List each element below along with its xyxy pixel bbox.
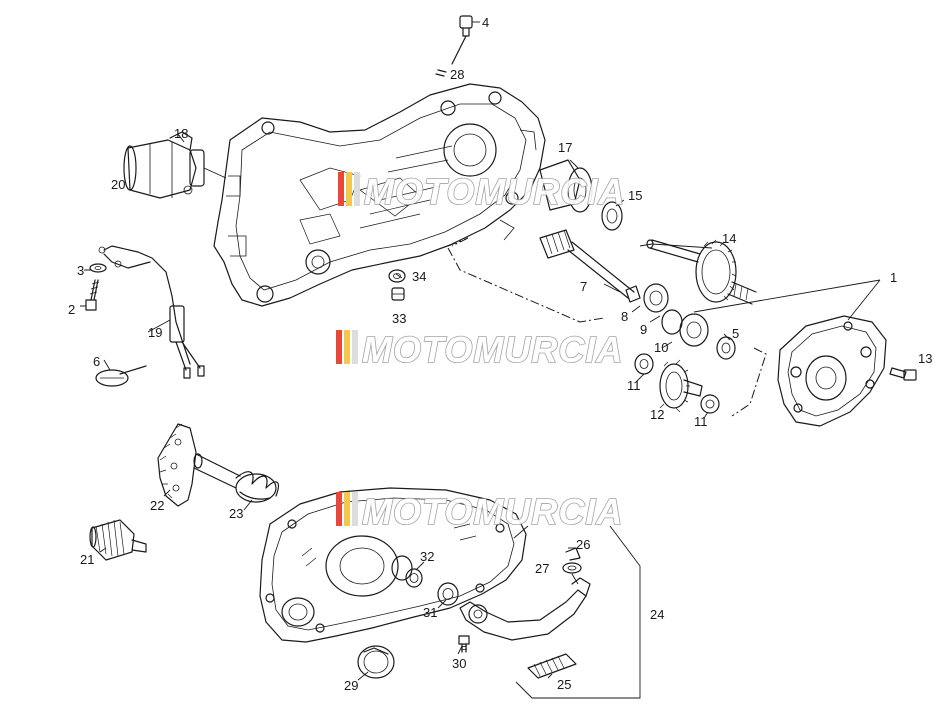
callout-26: 26 [576, 537, 590, 552]
watermark-stripe [346, 172, 352, 206]
watermark-text: MOTOMURCIA [362, 491, 623, 532]
watermark-stripe [344, 330, 350, 364]
callout-11b: 11 [694, 414, 708, 429]
callout-27: 27 [535, 561, 549, 576]
watermark-middle: MOTOMURCIA [336, 328, 623, 371]
kick-sector [157, 423, 241, 507]
callout-2: 2 [68, 302, 75, 317]
callout-29: 29 [344, 678, 358, 693]
callout-14: 14 [722, 231, 736, 246]
seal-and-plug [388, 269, 406, 301]
callout-31: 31 [423, 605, 437, 620]
callout-5: 5 [732, 326, 739, 341]
bolt-and-washer [85, 263, 107, 311]
callout-8: 8 [621, 309, 628, 324]
leader-lines [80, 21, 881, 681]
kick-bolt [458, 635, 470, 653]
callout-12: 12 [650, 407, 664, 422]
starter-motor [123, 131, 227, 199]
watermark-stripe [338, 172, 344, 206]
wiring-harness [98, 245, 205, 379]
watermark-stripe [354, 172, 360, 206]
gear-shaft [646, 239, 757, 305]
callout-24: 24 [650, 607, 664, 622]
callout-6: 6 [93, 354, 100, 369]
callout-18: 18 [174, 126, 188, 141]
watermark-stripe [336, 330, 342, 364]
callout-33: 33 [392, 311, 406, 326]
bendix-gear [89, 519, 147, 561]
callout-13: 13 [918, 351, 932, 366]
assembly-line-upper [447, 237, 605, 323]
kick-rubber [527, 653, 577, 679]
watermark-bottom: MOTOMURCIA [336, 490, 623, 533]
cable-tie [95, 365, 147, 387]
bearing-and-seal [539, 159, 625, 231]
kick-lever [405, 547, 591, 641]
watermark-stripe [344, 492, 350, 526]
callout-4: 4 [482, 15, 489, 30]
gearbox-cover [777, 315, 917, 427]
left-crankcase [213, 83, 546, 307]
belt-cover [259, 487, 529, 643]
callout-labels: 1 2 3 4 5 6 7 8 9 10 11 11 12 13 14 15 1… [68, 15, 932, 693]
watermark-text: MOTOMURCIA [362, 329, 623, 370]
watermark-stripe [352, 330, 358, 364]
callout-22: 22 [150, 498, 164, 513]
callout-25: 25 [557, 677, 571, 692]
callout-32: 32 [420, 549, 434, 564]
callout-17: 17 [558, 140, 572, 155]
callout-7: 7 [580, 279, 587, 294]
callout-19: 19 [148, 325, 162, 340]
cap-plug [357, 645, 395, 679]
callout-21: 21 [80, 552, 94, 567]
watermark-stripe [336, 492, 342, 526]
watermark-top: MOTOMURCIA [338, 170, 625, 213]
callout-9: 9 [640, 322, 647, 337]
watermark-text: MOTOMURCIA [364, 171, 625, 212]
callout-11a: 11 [627, 378, 641, 393]
drive-shaft [539, 229, 736, 360]
callout-28: 28 [450, 67, 464, 82]
callout-30: 30 [452, 656, 466, 671]
callout-23: 23 [229, 506, 243, 521]
watermark-stripe [352, 492, 358, 526]
group-bracket-24 [515, 525, 641, 699]
callout-20: 20 [111, 177, 125, 192]
callout-10: 10 [654, 340, 668, 355]
callout-15: 15 [628, 188, 642, 203]
small-gear [634, 353, 720, 414]
callout-34: 34 [412, 269, 426, 284]
callout-1: 1 [890, 270, 897, 285]
assembly-line-right [731, 347, 767, 417]
kick-spring [235, 471, 279, 503]
callout-3: 3 [77, 263, 84, 278]
